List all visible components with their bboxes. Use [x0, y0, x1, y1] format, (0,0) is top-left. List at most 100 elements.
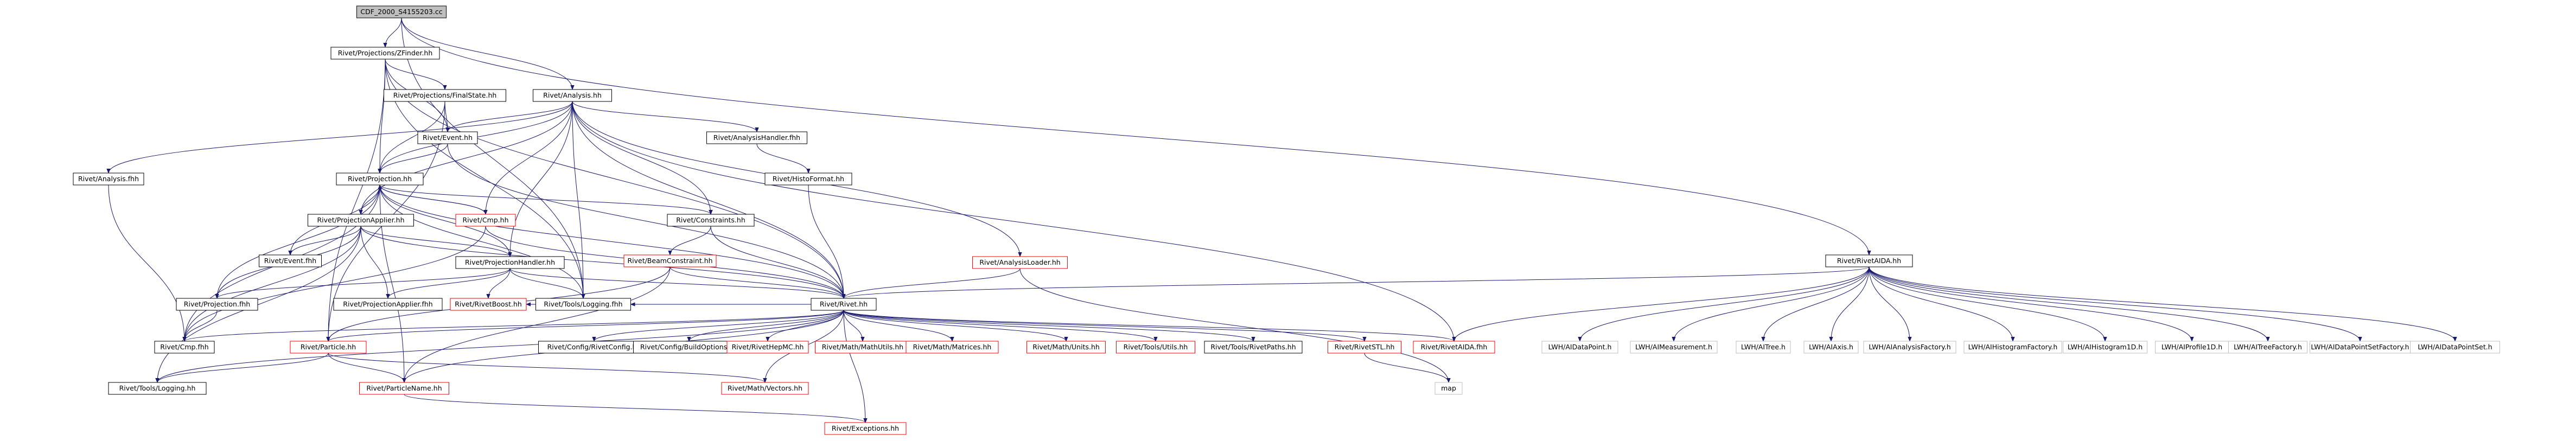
node-projection[interactable]: Rivet/Projection.hh: [336, 172, 424, 186]
node-label: Rivet/ProjectionApplier.hh: [317, 216, 404, 224]
edge-beamconstraint-to-rivet: [669, 266, 844, 299]
node-loggingfhh[interactable]: Rivet/Tools/Logging.fhh: [535, 298, 631, 311]
node-lprofile1d[interactable]: LWH/AIProfile1D.h: [2155, 341, 2229, 354]
node-box: [176, 298, 258, 311]
node-analysisfhh[interactable]: Rivet/Analysis.fhh: [73, 172, 144, 186]
node-box: [824, 422, 907, 435]
node-ldpsfactory[interactable]: LWH/AIDataPointSetFactory.h: [2310, 341, 2411, 354]
node-lanalysisfactory[interactable]: LWH/AIAnalysisFactory.h: [1863, 341, 1956, 354]
node-rivet[interactable]: Rivet/Rivet.hh: [811, 298, 877, 311]
node-label: Rivet/RivetHepMC.hh: [732, 343, 804, 351]
node-finalstate[interactable]: Rivet/Projections/FinalState.hh: [384, 89, 506, 102]
edge-rivet-to-rivetstl: [843, 310, 1364, 342]
edge-projhandler-to-loggingfhh: [509, 268, 583, 299]
node-label: Rivet/RivetSTL.hh: [1335, 343, 1395, 351]
node-box: [1116, 341, 1195, 354]
edge-rivet-to-rivetpaths: [843, 310, 1253, 342]
node-constraints[interactable]: Rivet/Constraints.hh: [667, 214, 755, 227]
node-label: Rivet/RivetBoost.hh: [455, 300, 522, 308]
node-box: [535, 298, 631, 311]
edge-beamconstraint-to-particlename: [404, 266, 671, 382]
node-vectors[interactable]: Rivet/Math/Vectors.hh: [721, 382, 809, 395]
node-box: [1413, 341, 1495, 354]
node-box: [259, 254, 322, 267]
edge-constraints-to-rivet: [710, 226, 844, 298]
node-particlename[interactable]: Rivet/ParticleName.hh: [359, 382, 449, 395]
node-cmpfhh[interactable]: Rivet/Cmp.fhh: [154, 341, 215, 354]
node-buildoptions[interactable]: Rivet/Config/BuildOptions.hh: [633, 341, 745, 354]
node-label: LWH/AIDataPoint.h: [1548, 343, 1612, 351]
node-projapplierfhh[interactable]: Rivet/ProjectionApplier.fhh: [333, 298, 443, 311]
edge-rivet-to-exceptions: [843, 310, 865, 423]
node-histoformat[interactable]: Rivet/HistoFormat.hh: [764, 172, 852, 186]
node-box: [1434, 382, 1463, 395]
node-rivetpaths[interactable]: Rivet/Tools/RivetPaths.hh: [1204, 341, 1303, 354]
node-label: Rivet/Event.hh: [423, 133, 473, 142]
node-eventfhh[interactable]: Rivet/Event.fhh: [259, 254, 322, 267]
edge-particle-to-vectors: [328, 353, 765, 383]
node-lhistogramfactory[interactable]: LWH/AIHistogramFactory.h: [1963, 341, 2062, 354]
node-analysisloader[interactable]: Rivet/AnalysisLoader.hh: [972, 256, 1068, 269]
node-rivetaida[interactable]: Rivet/RivetAIDA.hh: [1825, 254, 1913, 267]
node-rivetaidafhh[interactable]: Rivet/RivetAIDA.fhh: [1413, 341, 1495, 354]
node-map[interactable]: map: [1434, 382, 1463, 395]
node-ldpset[interactable]: LWH/AIDataPointSet.h: [2410, 341, 2500, 354]
edge-projhandler-to-projfhh: [217, 268, 511, 299]
edge-cmp-to-cmpfhh: [184, 226, 486, 341]
edge-rivetstl-to-map: [1364, 353, 1449, 383]
node-matrices[interactable]: Rivet/Math/Matrices.hh: [906, 341, 999, 354]
node-box: [764, 172, 852, 186]
node-laxis[interactable]: LWH/AIAxis.h: [1803, 341, 1859, 354]
node-utils[interactable]: Rivet/Tools/Utils.hh: [1116, 341, 1195, 354]
node-mathutils[interactable]: Rivet/Math/MathUtils.hh: [815, 341, 910, 354]
edge-root-to-zfinder: [385, 17, 402, 47]
node-label: LWH/AIMeasurement.h: [1635, 343, 1712, 351]
node-rivetboost[interactable]: Rivet/RivetBoost.hh: [450, 298, 527, 311]
node-root[interactable]: CDF_2000_S4155203.cc: [356, 5, 447, 18]
node-box: [1328, 341, 1401, 354]
edge-histoformat-to-rivet: [808, 184, 844, 298]
node-analysishandlerfhh[interactable]: Rivet/AnalysisHandler.fhh: [706, 131, 807, 144]
edge-rivetaida-to-lhistogram1d: [1869, 266, 2105, 341]
edge-particlename-to-exceptions: [404, 394, 865, 423]
node-zfinder[interactable]: Rivet/Projections/ZFinder.hh: [330, 47, 440, 60]
node-box: [154, 341, 215, 354]
node-label: Rivet/ParticleName.hh: [366, 384, 442, 392]
node-box: [330, 47, 440, 60]
node-label: Rivet/Tools/Utils.hh: [1124, 343, 1188, 351]
node-beamconstraint[interactable]: Rivet/BeamConstraint.hh: [623, 254, 717, 267]
node-units[interactable]: Rivet/Math/Units.hh: [1026, 341, 1106, 354]
node-box: [2410, 341, 2500, 354]
edge-projection-to-rivet: [379, 184, 844, 298]
node-projfhh[interactable]: Rivet/Projection.fhh: [176, 298, 258, 311]
edge-analysis-to-cmp: [486, 101, 573, 214]
node-rivethepmc[interactable]: Rivet/RivetHepMC.hh: [726, 341, 809, 354]
node-label: Rivet/Constraints.hh: [676, 216, 745, 224]
node-label: Rivet/Config/RivetConfig.hh: [547, 343, 641, 351]
node-box: [1963, 341, 2062, 354]
node-label: Rivet/Analysis.fhh: [78, 175, 139, 183]
node-lhistogram1d[interactable]: LWH/AIHistogram1D.h: [2063, 341, 2147, 354]
node-ltreefactory[interactable]: LWH/AITreeFactory.h: [2228, 341, 2307, 354]
node-analysis[interactable]: Rivet/Analysis.hh: [533, 89, 612, 102]
node-event[interactable]: Rivet/Event.hh: [417, 131, 478, 144]
node-ltree[interactable]: LWH/AITree.h: [1736, 341, 1791, 354]
node-rivetconfig[interactable]: Rivet/Config/RivetConfig.hh: [538, 341, 650, 354]
node-box: [417, 131, 478, 144]
node-projhandler[interactable]: Rivet/ProjectionHandler.hh: [455, 256, 565, 269]
node-lmeasurement[interactable]: LWH/AIMeasurement.h: [1630, 341, 1718, 354]
node-box: [667, 214, 755, 227]
node-label: Rivet/AnalysisHandler.fhh: [713, 133, 800, 142]
node-projapplier[interactable]: Rivet/ProjectionApplier.hh: [308, 214, 414, 227]
edge-analysis-to-projapplier: [361, 101, 573, 214]
node-logginghh[interactable]: Rivet/Tools/Logging.hh: [108, 382, 207, 395]
edge-rivetaida-to-ldpset: [1869, 266, 2455, 341]
node-particle[interactable]: Rivet/Particle.hh: [290, 341, 367, 354]
node-cmp[interactable]: Rivet/Cmp.hh: [455, 214, 516, 227]
node-exceptions[interactable]: Rivet/Exceptions.hh: [824, 422, 907, 435]
node-label: LWH/AIHistogramFactory.h: [1968, 343, 2058, 351]
node-ldatapoint[interactable]: LWH/AIDataPoint.h: [1541, 341, 1618, 354]
node-rivetstl[interactable]: Rivet/RivetSTL.hh: [1328, 341, 1401, 354]
edge-analysisloader-to-map: [1019, 268, 1449, 382]
